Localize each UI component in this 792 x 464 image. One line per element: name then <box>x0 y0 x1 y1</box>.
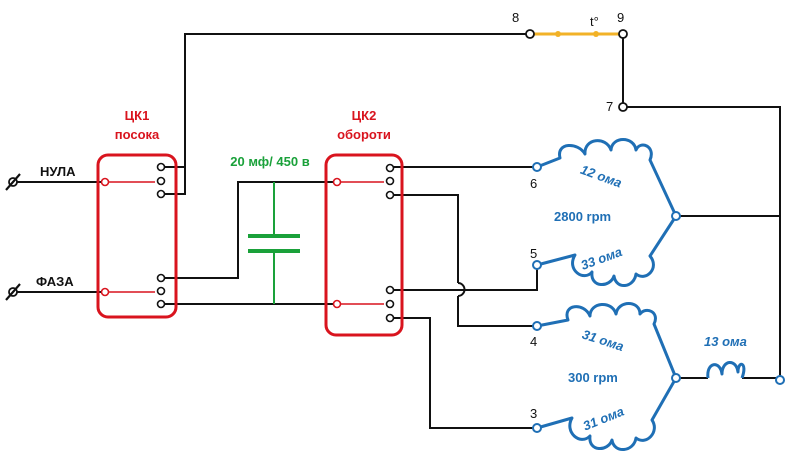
switch-ck2: ЦК2 обороти <box>324 108 404 337</box>
terminal-9-label: 9 <box>617 10 624 25</box>
wire-ck2-to-t5 <box>392 265 538 291</box>
neutral-label: НУЛА <box>40 164 76 179</box>
speed-high-label: 2800 rpm <box>554 209 611 224</box>
ck1-contact <box>100 287 110 297</box>
terminal-3-label: 3 <box>530 406 537 421</box>
phase-label: ФАЗА <box>36 274 74 289</box>
ck2-contact <box>332 299 342 309</box>
terminal-8-node <box>525 29 535 39</box>
winding-31a-label: 31 ома <box>580 327 625 355</box>
ck2-frame <box>324 153 404 337</box>
star-point-low <box>671 373 681 383</box>
bus-node-bottom <box>775 375 785 385</box>
wire-t7-right-bus <box>623 106 781 380</box>
winding-13-coil <box>706 361 746 379</box>
ck2-contact <box>385 190 395 200</box>
winding-33-coil <box>536 215 678 287</box>
terminal-3-node <box>532 423 542 433</box>
switch-ck1: ЦК1 посока <box>96 108 178 319</box>
winding-31b-label: 31 ома <box>581 404 626 434</box>
terminal-4-node <box>532 321 542 331</box>
capacitor: 20 мф/ 450 в <box>230 154 310 253</box>
wires <box>10 33 781 429</box>
wire-ck1-top-loop <box>163 167 186 195</box>
star-point-high <box>671 211 681 221</box>
ck1-contact <box>156 176 166 186</box>
ck2-contact <box>385 299 395 309</box>
winding-33-label: 33 ома <box>579 244 624 273</box>
ck2-contact <box>385 176 395 186</box>
terminal-5-node <box>532 260 542 270</box>
ck1-contact <box>156 162 166 172</box>
terminal-7-label: 7 <box>606 99 613 114</box>
ck2-subtitle: обороти <box>337 127 391 142</box>
thermal-dot-1 <box>555 31 561 37</box>
terminal-6-label: 6 <box>530 176 537 191</box>
speed-low-label: 300 rpm <box>568 370 618 385</box>
wire-ck1-to-t8 <box>163 33 530 168</box>
phase-plug-icon <box>5 283 21 301</box>
terminal-7-node <box>618 102 628 112</box>
thermal-switch: t° <box>525 14 628 39</box>
thermal-dot-2 <box>593 31 599 37</box>
windings-high: 12 ома 33 ома 2800 rpm <box>532 138 681 287</box>
terminal-9-node <box>618 29 628 39</box>
ck2-contact <box>385 285 395 295</box>
wire-to-t4 <box>457 296 533 327</box>
terminal-6-node <box>532 162 542 172</box>
winding-13-label: 13 ома <box>704 334 747 349</box>
ck2-contact <box>385 313 395 323</box>
ck1-subtitle: посока <box>115 127 160 142</box>
ck1-title: ЦК1 <box>125 108 150 123</box>
wire-ck1-to-ck2-top <box>163 181 333 279</box>
ck2-contact <box>385 163 395 173</box>
ck1-contact <box>156 286 166 296</box>
ck1-contact <box>100 177 110 187</box>
thermal-label: t° <box>590 14 599 29</box>
neutral-plug-icon <box>5 173 21 191</box>
wire-ck2-mid-down <box>392 194 459 283</box>
terminal-8-label: 8 <box>512 10 519 25</box>
ck1-contact <box>156 189 166 199</box>
ck2-contact <box>332 177 342 187</box>
terminal-4-label: 4 <box>530 334 537 349</box>
winding-31a-coil <box>536 302 678 379</box>
capacitor-label: 20 мф/ 450 в <box>230 154 309 169</box>
ck1-contact <box>156 299 166 309</box>
winding-12-coil <box>536 138 678 217</box>
ck1-contact <box>156 273 166 283</box>
ck2-title: ЦК2 <box>352 108 377 123</box>
wire-ck2-to-t3 <box>392 317 533 429</box>
ck1-frame <box>96 153 178 319</box>
winding-12-label: 12 ома <box>579 162 624 191</box>
terminal-numbers: 8 9 7 6 5 4 3 <box>512 10 624 421</box>
winding-31b-coil <box>536 377 678 451</box>
inputs: НУЛА ФАЗА <box>5 164 76 301</box>
windings-low: 31 ома 31 ома 13 ома 300 rpm <box>532 302 785 451</box>
terminal-5-label: 5 <box>530 246 537 261</box>
